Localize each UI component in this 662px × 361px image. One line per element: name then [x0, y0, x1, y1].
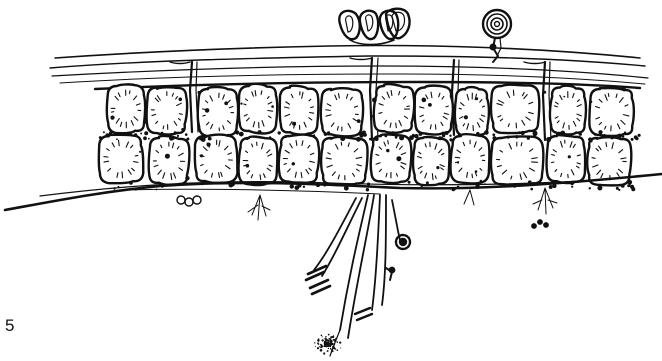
basal-branches [248, 188, 557, 220]
cell-lower-1 [99, 135, 144, 183]
lower-cell-row [99, 134, 632, 185]
surface-layer [50, 46, 648, 90]
cell-upper-4 [239, 84, 277, 134]
cell-lower-8 [413, 137, 449, 185]
surface-bud-cluster [339, 9, 409, 45]
figure-number: 5 [5, 316, 14, 336]
cell-upper-5 [280, 86, 319, 135]
fiber-bundle [314, 195, 400, 356]
basal-bubbles [177, 196, 548, 228]
cell-upper-7 [374, 84, 414, 133]
cell-upper-8 [415, 86, 453, 135]
cell-lower-11 [547, 135, 586, 183]
cell-upper-10 [491, 85, 539, 133]
spiral-body [483, 10, 511, 62]
cell-upper-12 [589, 88, 633, 136]
cell-upper-3 [198, 87, 238, 136]
